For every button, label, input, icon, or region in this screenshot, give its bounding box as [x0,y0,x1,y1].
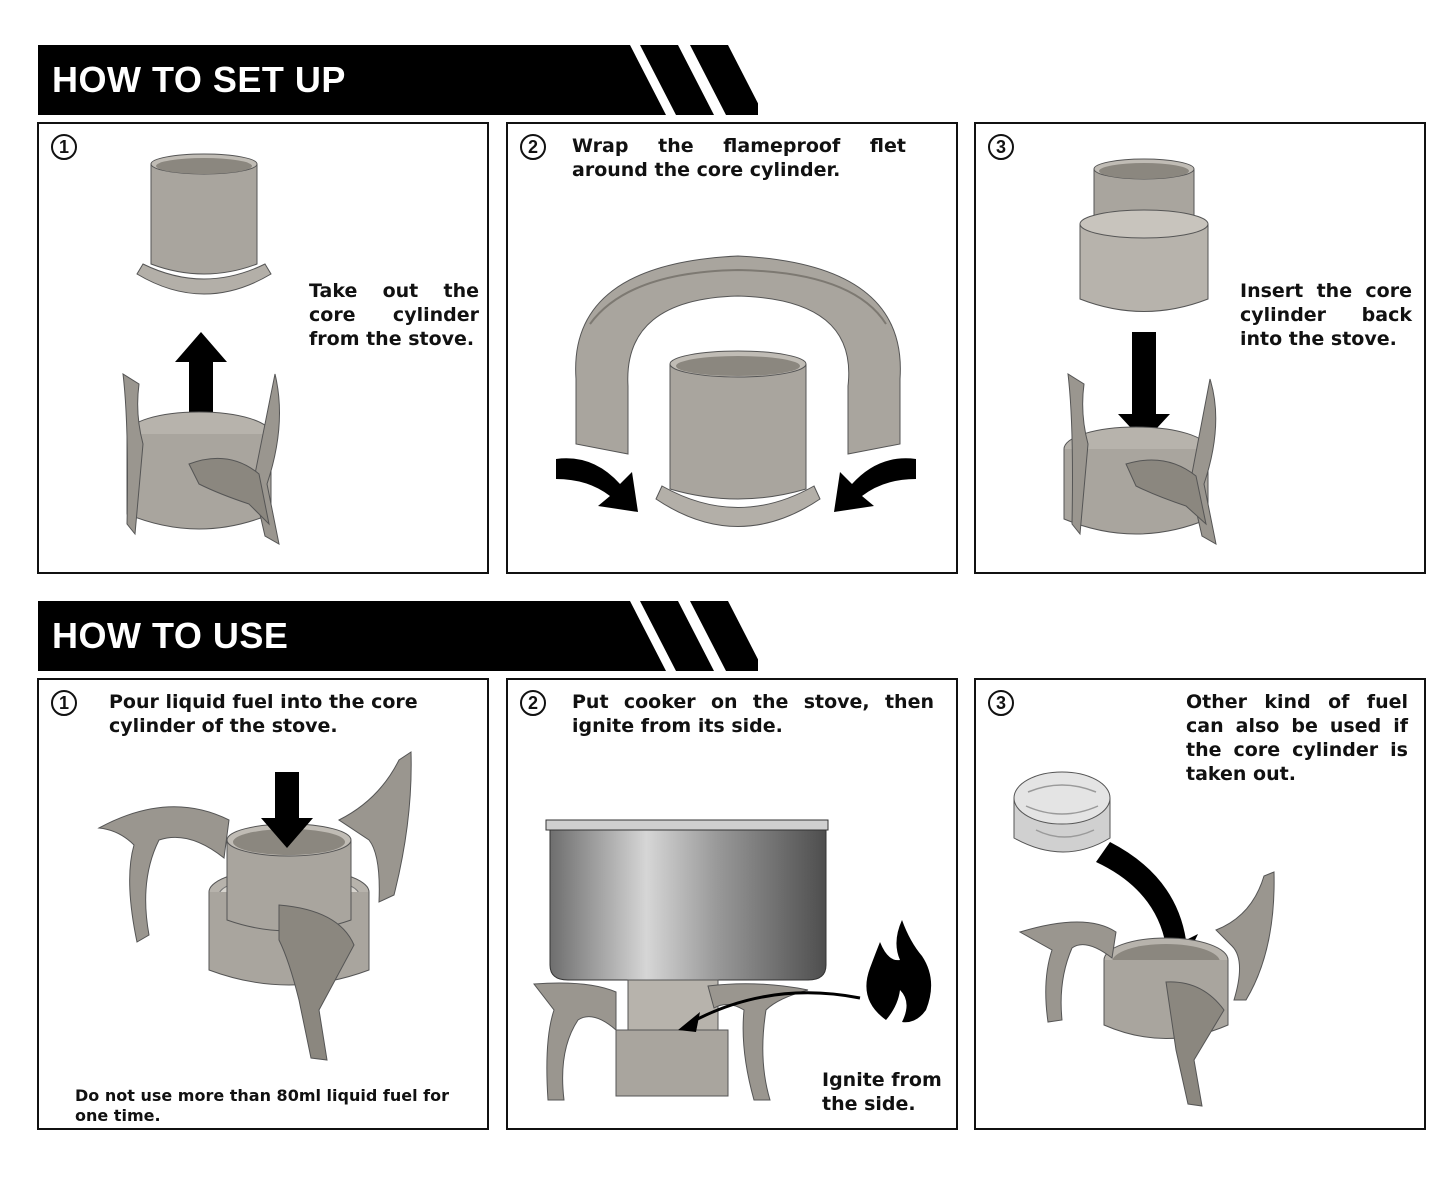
setup-step-2-panel: 2 Wrap the flameproof flet around the co… [506,122,958,574]
step-number-badge: 3 [988,690,1014,716]
use-step-1-text: Pour liquid fuel into the core cylinder … [109,691,418,737]
wrap-flet-illustration [556,255,916,527]
fuel-limit-note: Do not use more than 80ml liquid fuel fo… [75,1086,449,1125]
step-number-badge: 2 [520,134,546,160]
setup-step-3-panel: 3 Insert the core cylinder back into the… [974,122,1426,574]
banner-stripes [38,601,758,671]
setup-step-1-text: Take out the core cylinder from the stov… [309,280,479,350]
setup-title: HOW TO SET UP [52,59,346,100]
stove-core-removal-illustration [122,153,280,545]
alternative-fuel-illustration [1013,771,1275,1107]
use-title: HOW TO USE [52,615,289,656]
use-step-2-text: Put cooker on the stove, then ignite fro… [572,691,934,737]
setup-step-1-panel: 1 Take out the core cylinder from the st… [37,122,489,574]
pour-fuel-illustration [97,751,412,1061]
step-number-badge: 3 [988,134,1014,160]
use-step-3-panel: 3 Other kind of fuel can also be used if… [974,678,1426,1130]
step-number-badge: 2 [520,690,546,716]
use-step-1-panel: 1 Pour liquid fuel into the core cylinde… [37,678,489,1130]
banner-stripes [38,45,758,115]
step-number-badge: 1 [51,134,77,160]
ignite-stove-illustration [533,819,932,1101]
ignite-side-callout: Ignite from the side. [822,1069,942,1115]
setup-step-2-text: Wrap the flameproof flet around the core… [572,135,906,181]
use-step-2-panel: 2 Put cooker on the stove, then ignite f… [506,678,958,1130]
insert-core-illustration [1063,158,1217,545]
setup-banner: HOW TO SET UP [38,45,758,115]
use-step-3-text: Other kind of fuel can also be used if t… [1186,691,1408,785]
setup-step-3-text: Insert the core cylinder back into the s… [1240,280,1412,350]
use-banner: HOW TO USE [38,601,758,671]
step-number-badge: 1 [51,690,77,716]
